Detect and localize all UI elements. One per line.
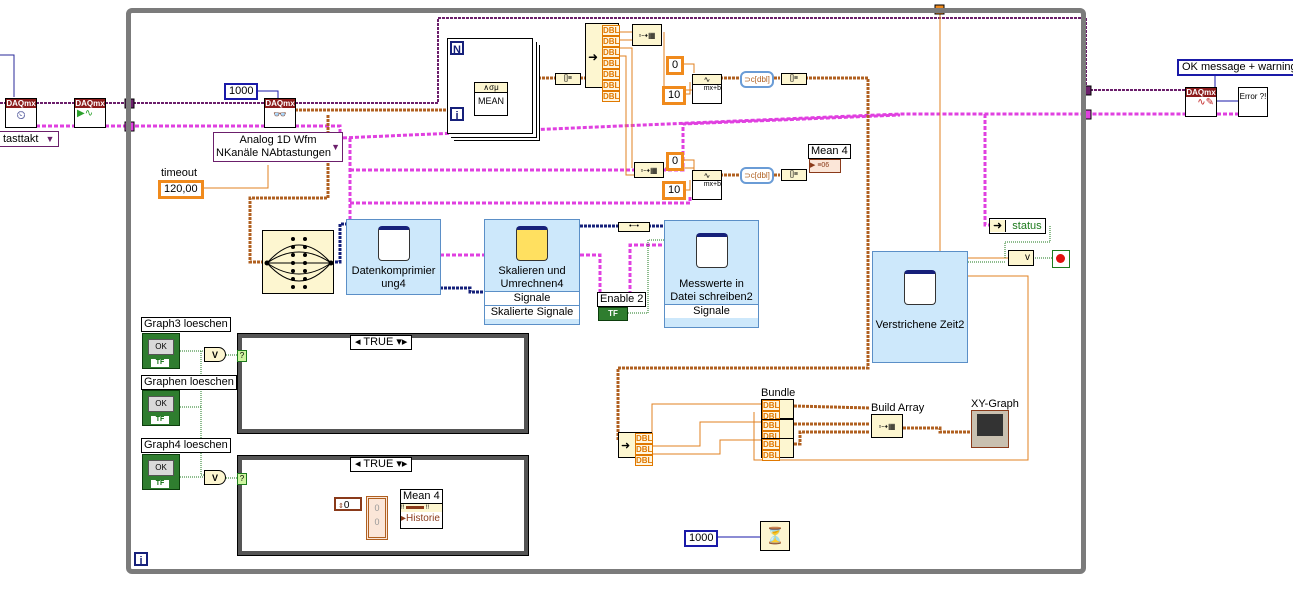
scale-node-upper[interactable]: ∿ mx+b (692, 74, 722, 104)
graph4-clear-button[interactable]: OK TF (142, 454, 180, 490)
terminal-row[interactable]: Signale (665, 304, 758, 318)
prev-case-icon[interactable]: ◂ (355, 336, 361, 348)
while-loop-structure (126, 8, 1086, 574)
wait-ms-constant[interactable]: 1000 (684, 530, 719, 547)
graph3-clear-label: Graph3 loeschen (141, 317, 231, 332)
dropdown-arrow-icon[interactable]: ▾▸ (396, 458, 408, 470)
scale-node-lower[interactable]: ∿ mx+b (692, 170, 722, 200)
array-to-cluster-node[interactable]: []≡ (555, 73, 581, 85)
array-to-cluster-lower[interactable]: []≡ (781, 169, 807, 181)
scale-cube-icon (516, 226, 548, 261)
build-array-node[interactable]: ▫⇢▦ (871, 414, 903, 438)
iteration-terminal: i (134, 552, 148, 567)
case-structure-upper (237, 333, 529, 434)
bundle-label: Bundle (761, 387, 796, 400)
case-selector-terminal-upper: ? (237, 350, 247, 362)
dropdown-arrow-icon[interactable]: ▾▸ (396, 336, 408, 348)
xy-graph-label: XY-Graph (971, 398, 1019, 411)
error-message-constant[interactable]: OK message + warnings (1177, 59, 1293, 76)
sample-clock-selector[interactable]: tasttakt ▼ (0, 131, 60, 147)
daqmx-timing-node[interactable]: DAQmx ⏲ (5, 98, 37, 128)
clock-icon: ⏲ (16, 108, 26, 122)
gain-constant-upper[interactable]: 10 (662, 86, 687, 105)
terminal-row[interactable]: Skalierte Signale (485, 305, 579, 319)
timeout-label: timeout (161, 167, 198, 180)
metronome-icon[interactable]: ⏳ (760, 521, 790, 551)
samples-per-channel-constant[interactable]: 1000 (224, 83, 259, 100)
property-node-label: Mean 4 (400, 489, 443, 504)
empty-array-constant[interactable]: 0 0 (366, 496, 388, 540)
array-index-control[interactable]: ⇕0 (334, 497, 362, 511)
convert-to-dynamic-upper[interactable]: ⊃c[dbl] (740, 71, 774, 88)
or-gate-upper[interactable]: V (204, 347, 226, 362)
graph3-clear-button[interactable]: OK TF (142, 333, 180, 369)
eraser-icon: ∿✎ (1197, 97, 1214, 108)
enable-control[interactable]: TF (598, 307, 628, 321)
case-selector-upper[interactable]: ◂ TRUE ▾▸ (350, 335, 413, 350)
spinner-icon: ⇕ (338, 503, 344, 510)
or-gate-lower[interactable]: V (204, 470, 226, 485)
express-vi-elapsed-time[interactable]: Verstrichene Zeit2 (872, 251, 968, 363)
build-array-node-lower[interactable]: ▫⇢▦ (634, 162, 664, 178)
graph4-clear-label: Graph4 loeschen (141, 438, 231, 453)
for-loop-structure: N i ∧σμ MEAN (447, 38, 533, 134)
offset-constant-lower[interactable]: 0 (666, 152, 685, 171)
arrow-icon: ➜ (990, 220, 1007, 232)
arrow-icon: ➜ (621, 440, 631, 452)
daqmx-start-node[interactable]: DAQmx ▶∿ (74, 98, 106, 128)
stop-icon (1056, 254, 1065, 263)
enable-label: Enable 2 (597, 292, 647, 307)
case-selector-terminal-lower: ? (237, 473, 247, 485)
count-terminal: N (450, 41, 464, 56)
play-icon: ▶∿ (77, 108, 94, 119)
convert-to-dynamic-lower[interactable]: ⊃c[dbl] (740, 167, 774, 184)
coercion-node[interactable]: •─• (618, 222, 650, 232)
build-array-node-upper[interactable]: ▫⇢▦ (632, 24, 662, 46)
timeout-constant[interactable]: 120,00 (158, 180, 204, 199)
or-node[interactable]: v (1008, 250, 1034, 266)
case-selector-lower[interactable]: ◂ TRUE ▾▸ (350, 457, 413, 472)
graphs-clear-button[interactable]: OK TF (142, 390, 180, 426)
build-array-label: Build Array (871, 402, 925, 415)
unbundle-node[interactable]: ➜ DBL DBL DBL DBL DBL DBL DBL (585, 23, 620, 102)
glasses-icon: 👓 (273, 109, 287, 121)
graphs-clear-label: Graphen loeschen (141, 375, 237, 390)
cluster-fan-icon (264, 237, 334, 289)
mean4-indicator[interactable]: ▶ ≡06 (809, 159, 841, 173)
history-property-node[interactable]: !! !! ▸Historie (400, 503, 443, 529)
express-vi-scale-convert[interactable]: Skalieren und Umrechnen4 Signale Skalier… (484, 219, 580, 325)
status-unbundle-node[interactable]: ➜ status (989, 218, 1046, 234)
dropdown-arrow-icon: ▼ (45, 134, 55, 144)
gain-constant-lower[interactable]: 10 (662, 181, 687, 200)
pencil-disk-icon (695, 233, 728, 268)
speech-bubble-icon: Error ?! (1239, 92, 1267, 101)
prev-case-icon[interactable]: ◂ (355, 458, 361, 470)
compression-icon (377, 226, 410, 261)
dropdown-arrow-icon: ▼ (331, 142, 340, 152)
read-mode-selector[interactable]: Analog 1D Wfm NKanäle NAbtastungen ▼ (213, 132, 343, 162)
stop-terminal[interactable] (1052, 250, 1070, 268)
terminal-row[interactable]: Signale (485, 291, 579, 305)
express-vi-write-file[interactable]: Messwerte in Datei schreiben2 Signale (664, 220, 759, 328)
mean-node[interactable]: ∧σμ MEAN (474, 82, 508, 116)
stopwatch-icon (904, 270, 936, 305)
mean4-indicator-label: Mean 4 (808, 144, 851, 159)
offset-constant-upper[interactable]: 0 (666, 56, 685, 75)
daqmx-clear-node[interactable]: DAQmx ∿✎ (1185, 87, 1217, 117)
index-terminal: i (450, 107, 464, 122)
cluster-node[interactable] (262, 230, 334, 294)
xy-graph-terminal[interactable] (971, 410, 1009, 448)
graph-icon (977, 414, 1003, 436)
express-vi-data-compression[interactable]: Datenkomprimier ung4 (346, 219, 441, 295)
array-to-cluster-upper[interactable]: []≡ (781, 73, 807, 85)
error-handler-node[interactable]: Error ?! (1238, 87, 1268, 117)
arrow-icon: ➜ (588, 50, 599, 64)
daqmx-read-node[interactable]: DAQmx 👓 (264, 98, 296, 128)
